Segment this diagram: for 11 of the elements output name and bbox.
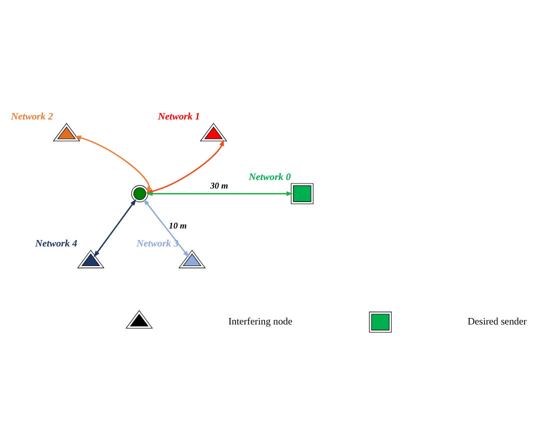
legend-label: Desired sender	[468, 316, 527, 328]
node-label: Network 2	[10, 112, 54, 123]
arrow	[146, 191, 294, 196]
legend-label: Interfering node	[228, 316, 292, 328]
arrow	[94, 198, 136, 258]
arrow	[143, 198, 190, 258]
edge-label: 10 m	[168, 220, 187, 231]
node-label: Network 0	[248, 172, 291, 183]
node-label: Network 1	[158, 112, 200, 123]
edge-label: 30 m	[210, 180, 228, 191]
node-label: Network 4	[35, 238, 78, 250]
